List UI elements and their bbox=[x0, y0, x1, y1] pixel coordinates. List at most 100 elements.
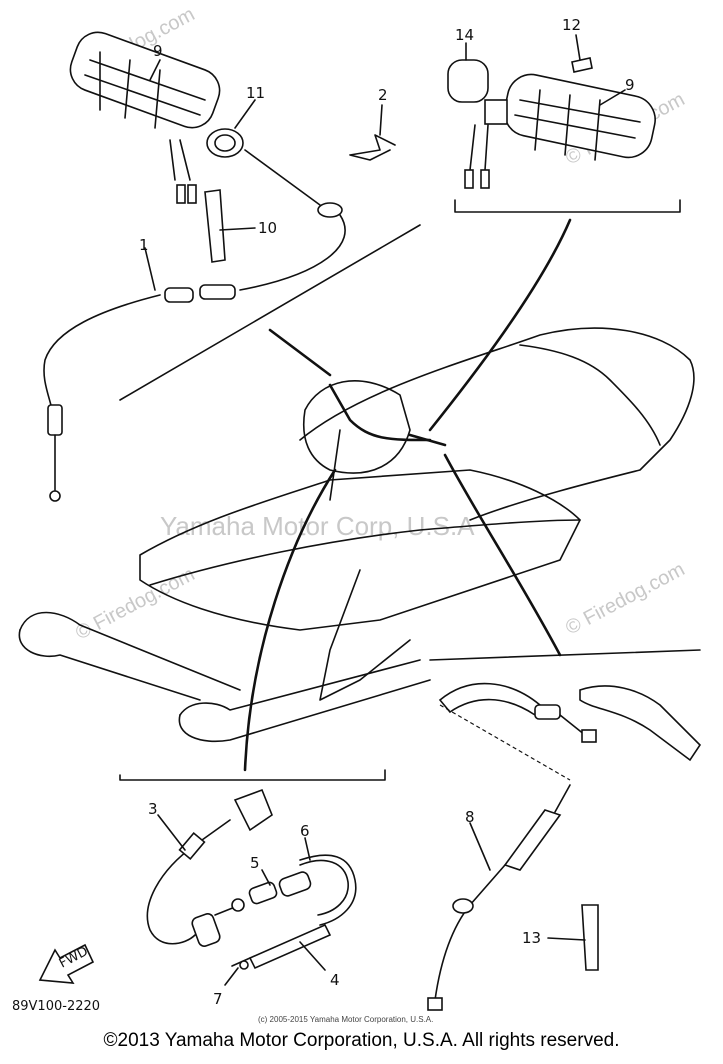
windshield-outline bbox=[303, 380, 411, 474]
leader-lines bbox=[119, 199, 701, 781]
part-5-fitting-2 bbox=[248, 881, 278, 905]
fwd-arrow: FWD bbox=[38, 943, 95, 984]
leader-4 bbox=[299, 941, 326, 971]
part-10-tie bbox=[204, 189, 226, 263]
cable-1-end-ball bbox=[49, 490, 61, 502]
leader-7 bbox=[224, 967, 239, 986]
hood-crease bbox=[149, 519, 581, 586]
callout-12: 12 bbox=[562, 16, 581, 34]
part-3-choke-cable bbox=[146, 788, 273, 947]
brake-lever bbox=[579, 685, 702, 762]
left-grip-wires bbox=[169, 139, 191, 181]
cable-1-upper-run bbox=[239, 214, 346, 291]
leader-5 bbox=[261, 869, 271, 886]
part-12-screw bbox=[571, 57, 593, 73]
leader-6 bbox=[304, 837, 311, 861]
callout-labels: 9 11 2 14 12 9 10 1 3 6 5 4 7 8 13 bbox=[139, 16, 635, 1008]
frame-bottom-left bbox=[119, 769, 386, 781]
left-grip-connector-2 bbox=[187, 184, 197, 204]
callout-2: 2 bbox=[378, 86, 388, 104]
small-copyright: (c) 2005-2015 Yamaha Motor Corporation, … bbox=[258, 1015, 433, 1024]
leader-13 bbox=[547, 937, 586, 941]
leader-3 bbox=[157, 814, 186, 851]
leader-top-right bbox=[428, 218, 572, 432]
leader-9a bbox=[149, 59, 161, 81]
choke-knob-housing bbox=[233, 788, 273, 832]
right-grip-housing bbox=[484, 99, 508, 125]
part-1-throttle-cable bbox=[43, 149, 346, 502]
frame-bottom-right bbox=[429, 649, 701, 661]
leader-top-left bbox=[268, 328, 332, 377]
callout-6: 6 bbox=[300, 822, 310, 840]
footer-copyright: ©2013 Yamaha Motor Corporation, U.S.A. A… bbox=[103, 1030, 620, 1051]
part-5-nut bbox=[231, 898, 245, 912]
part-11-ring-inner bbox=[214, 134, 236, 152]
handlebar-grip bbox=[408, 433, 447, 447]
leader-1 bbox=[144, 247, 156, 291]
part-11-ring bbox=[206, 128, 244, 158]
bracket-top-left bbox=[119, 224, 421, 401]
part-5-fitting bbox=[278, 871, 312, 897]
choke-cable-run bbox=[146, 819, 231, 945]
brake-link-end bbox=[581, 729, 597, 743]
callout-1: 1 bbox=[139, 236, 149, 254]
callout-3: 3 bbox=[148, 800, 158, 818]
hood-outline bbox=[139, 469, 581, 631]
callout-11: 11 bbox=[246, 84, 265, 102]
fwd-arrow-shape bbox=[38, 943, 95, 984]
leader-11 bbox=[234, 99, 256, 129]
snowmobile-illustration bbox=[18, 327, 695, 742]
handlebar bbox=[328, 383, 432, 442]
part-5-6-carb-fittings bbox=[231, 854, 357, 926]
part-code: 89V100-2220 bbox=[12, 999, 100, 1014]
steering-post bbox=[329, 429, 341, 501]
part-13-tie bbox=[581, 904, 599, 971]
leader-bottom-left bbox=[243, 468, 337, 772]
part-8-brake-cable bbox=[427, 784, 571, 1011]
part-8-cable-run bbox=[434, 864, 506, 1001]
right-grip-connector-1 bbox=[464, 169, 474, 189]
brake-link bbox=[559, 714, 586, 736]
leader-2 bbox=[379, 104, 383, 136]
cable-1-top bbox=[244, 149, 321, 206]
choke-cable-sleeve bbox=[178, 831, 206, 861]
left-grip-shape bbox=[69, 31, 221, 129]
part-8-cable-housing bbox=[503, 809, 562, 871]
right-grip-pattern bbox=[514, 89, 641, 161]
watermark-main: Yamaha Motor Corp, U.S.A bbox=[160, 511, 475, 541]
callout-10: 10 bbox=[258, 219, 277, 237]
callout-9b: 9 bbox=[625, 76, 635, 94]
leader-9b bbox=[599, 89, 626, 106]
callout-7: 7 bbox=[213, 990, 223, 1008]
right-grip-wires bbox=[469, 124, 489, 171]
side-panel bbox=[319, 569, 411, 701]
leader-8 bbox=[469, 822, 491, 871]
part-2-clip bbox=[349, 134, 396, 161]
part-8-fitting bbox=[452, 898, 474, 914]
left-grip-pattern bbox=[84, 51, 206, 129]
right-ski-bottom bbox=[178, 679, 431, 742]
cable-1-fitting-top bbox=[317, 202, 343, 218]
part-6-hose bbox=[299, 854, 357, 926]
part-4-tube bbox=[248, 923, 332, 970]
callout-5: 5 bbox=[250, 854, 260, 872]
left-ski-front bbox=[19, 611, 241, 691]
right-ski-top bbox=[179, 659, 421, 716]
seat-contour bbox=[519, 344, 661, 446]
watermark-site-4: © Firedog.com bbox=[562, 558, 688, 639]
part-9-left-grip bbox=[69, 31, 221, 204]
callout-leaders bbox=[144, 34, 626, 986]
left-grip-connector-1 bbox=[176, 184, 186, 204]
leader-10 bbox=[219, 227, 256, 231]
frame-top-right bbox=[454, 199, 681, 213]
cable-1-adjuster-2 bbox=[164, 287, 194, 303]
right-grip-connector-2 bbox=[480, 169, 490, 189]
seat-outline bbox=[299, 327, 695, 521]
callout-13: 13 bbox=[522, 929, 541, 947]
brake-hose bbox=[438, 682, 541, 717]
callout-8: 8 bbox=[465, 808, 475, 826]
part-7-end bbox=[239, 960, 249, 970]
callout-14: 14 bbox=[455, 26, 474, 44]
cable-1-end-fitting bbox=[47, 404, 63, 436]
